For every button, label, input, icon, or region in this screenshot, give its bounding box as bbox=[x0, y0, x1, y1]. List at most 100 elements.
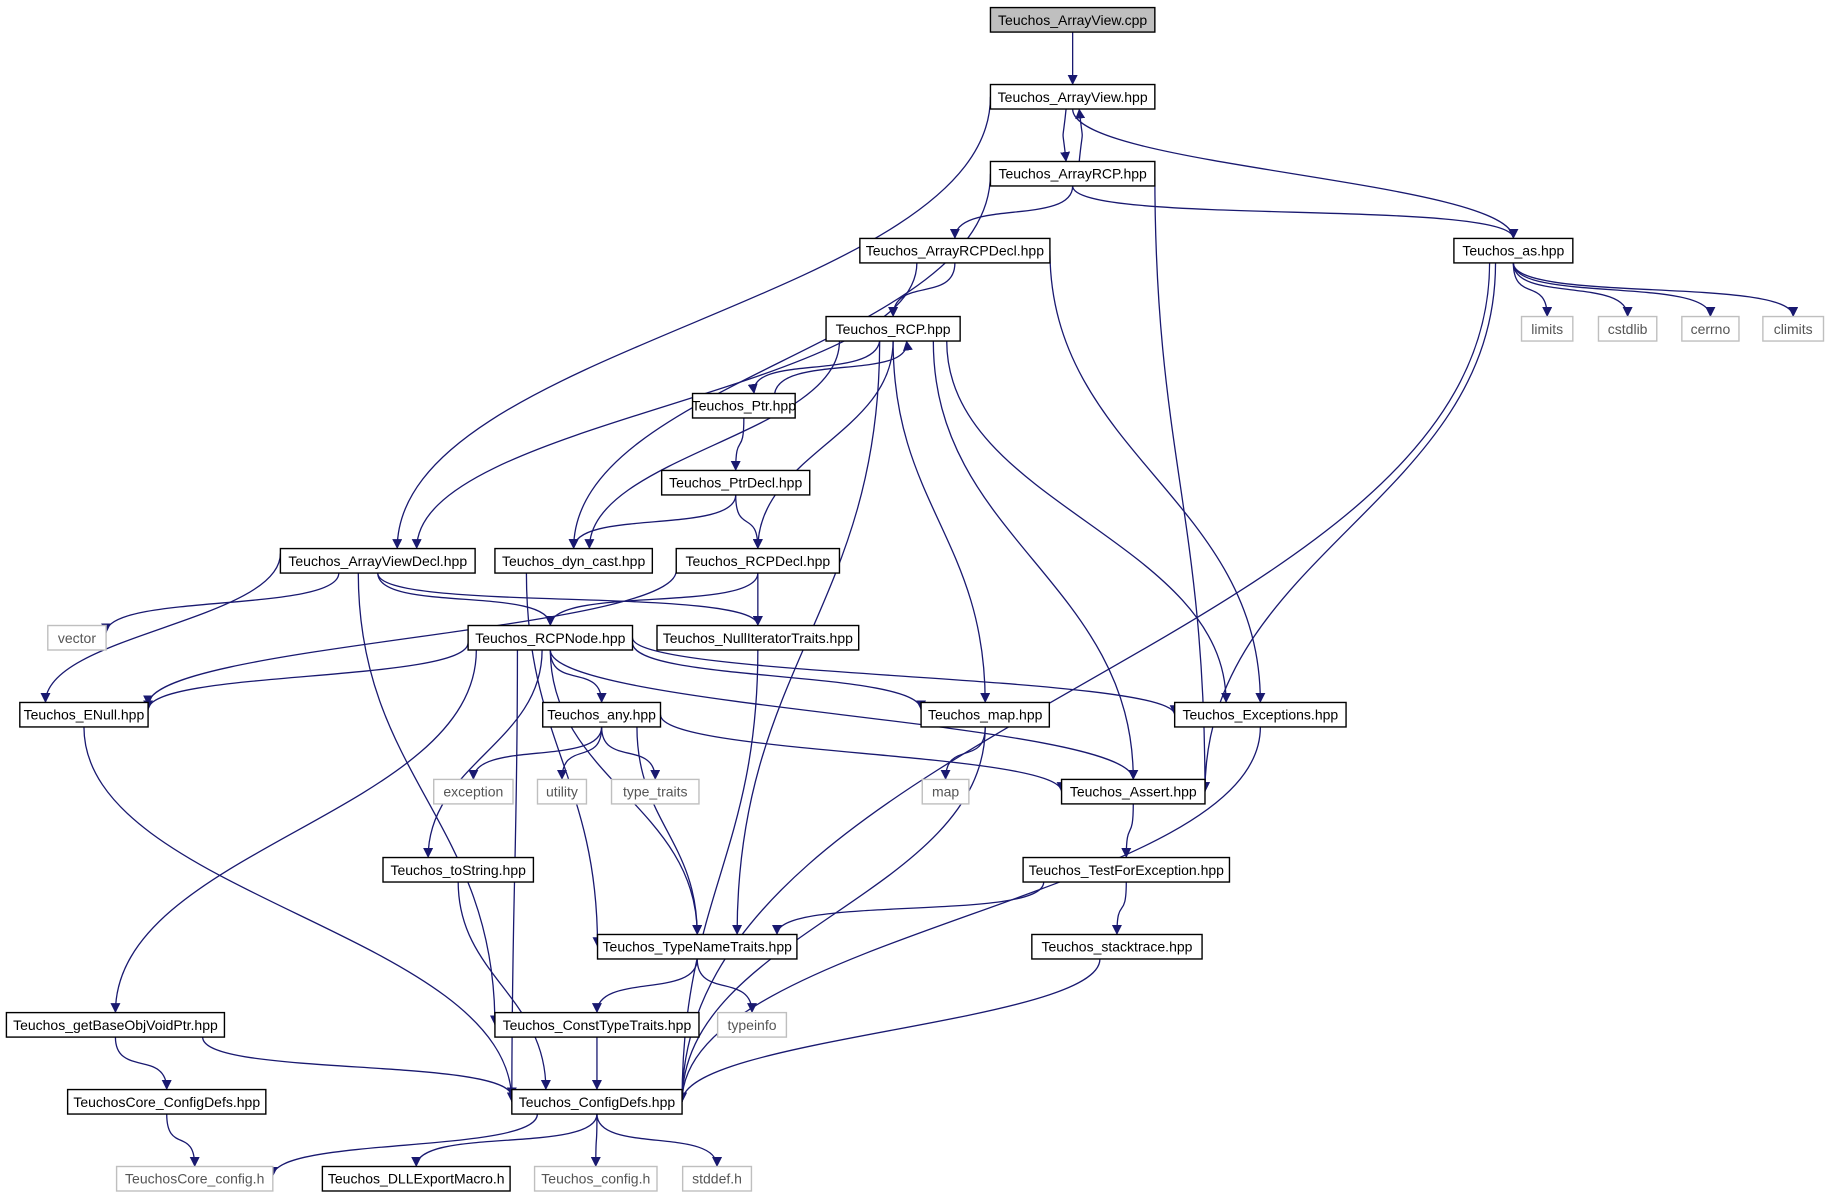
node-box bbox=[279, 547, 476, 574]
edge-cd-to-tconf bbox=[590, 1114, 601, 1168]
node-label: Teuchos_ArrayViewDecl.hpp bbox=[288, 553, 467, 569]
edge-avd-to-vector bbox=[101, 572, 340, 634]
edge-rcp-to-rcpd bbox=[752, 341, 894, 550]
node-rcpn[interactable]: Teuchos_RCPNode.hpp bbox=[467, 624, 634, 651]
node-avd[interactable]: Teuchos_ArrayViewDecl.hpp bbox=[279, 547, 476, 574]
node-box bbox=[542, 701, 662, 728]
node-type_traits: type_traits bbox=[610, 778, 700, 805]
node-tfe[interactable]: Teuchos_TestForException.hpp bbox=[1022, 856, 1231, 883]
node-box bbox=[433, 778, 514, 805]
node-tnt[interactable]: Teuchos_TypeNameTraits.hpp bbox=[596, 933, 798, 960]
node-ptrd[interactable]: Teuchos_PtrDecl.hpp bbox=[660, 469, 811, 496]
node-tcc: TeuchosCore_config.h bbox=[115, 1165, 274, 1192]
node-map[interactable]: Teuchos_map.hpp bbox=[920, 701, 1051, 728]
edge-as-to-cerrno bbox=[1512, 262, 1716, 318]
node-typeinfo: typeinfo bbox=[716, 1011, 788, 1038]
node-box bbox=[536, 778, 588, 805]
node-cstdlib: cstdlib bbox=[1597, 315, 1658, 342]
node-label: Teuchos_TypeNameTraits.hpp bbox=[603, 939, 793, 955]
node-box bbox=[825, 315, 961, 342]
edge-rcpn-to-tostr bbox=[423, 650, 543, 859]
edge-rcp-to-ptr bbox=[747, 340, 881, 394]
node-assert[interactable]: Teuchos_Assert.hpp bbox=[1060, 778, 1206, 805]
node-box bbox=[1173, 701, 1347, 728]
edge-as-to-cd bbox=[677, 262, 1491, 1103]
node-cd[interactable]: Teuchos_ConfigDefs.hpp bbox=[511, 1088, 683, 1115]
node-dll[interactable]: Teuchos_DLLExportMacro.h bbox=[321, 1165, 511, 1192]
edge-rcp-to-map bbox=[892, 341, 991, 703]
node-box bbox=[656, 624, 860, 651]
node-box bbox=[533, 1165, 658, 1192]
edge-rcpd-to-rcpn bbox=[545, 572, 759, 627]
node-box bbox=[596, 933, 798, 960]
node-ccd[interactable]: TeuchosCore_ConfigDefs.hpp bbox=[66, 1088, 267, 1115]
node-box bbox=[19, 701, 149, 728]
node-label: Teuchos_dyn_cast.hpp bbox=[502, 553, 645, 569]
node-nit[interactable]: Teuchos_NullIteratorTraits.hpp bbox=[656, 624, 860, 651]
node-label: Teuchos_any.hpp bbox=[547, 707, 656, 723]
node-exception: exception bbox=[433, 778, 514, 805]
node-dyn[interactable]: Teuchos_dyn_cast.hpp bbox=[494, 547, 654, 574]
edge-arcp-to-assert bbox=[1154, 173, 1210, 793]
node-any[interactable]: Teuchos_any.hpp bbox=[542, 701, 662, 728]
edge-layer bbox=[40, 32, 1799, 1177]
node-cerrno: cerrno bbox=[1681, 315, 1740, 342]
node-box bbox=[1681, 315, 1740, 342]
node-label: type_traits bbox=[623, 784, 688, 800]
node-box bbox=[511, 1088, 683, 1115]
node-label: climits bbox=[1774, 321, 1813, 337]
edge-arcpd-to-avd bbox=[411, 262, 918, 550]
node-climits: climits bbox=[1762, 315, 1825, 342]
node-label: cstdlib bbox=[1608, 321, 1648, 337]
node-utility: utility bbox=[536, 778, 588, 805]
node-box bbox=[859, 237, 1051, 264]
node-label: stddef.h bbox=[692, 1171, 742, 1187]
edge-map-to-mapstd bbox=[940, 726, 986, 780]
edge-cd-to-dll bbox=[411, 1113, 598, 1168]
edge-ptr-to-rcp bbox=[773, 340, 913, 394]
node-arcp[interactable]: Teuchos_ArrayRCP.hpp bbox=[989, 160, 1156, 187]
edge-as-to-climits bbox=[1512, 262, 1799, 318]
node-ptr[interactable]: Teuchos_Ptr.hpp bbox=[691, 392, 797, 419]
edge-rcpd-to-enull bbox=[143, 570, 677, 706]
node-cpp[interactable]: Teuchos_ArrayView.cpp bbox=[989, 6, 1156, 33]
node-box bbox=[691, 392, 796, 419]
node-box bbox=[1022, 856, 1231, 883]
edge-arcp-to-as bbox=[1072, 185, 1519, 239]
node-box bbox=[681, 1165, 753, 1192]
node-st[interactable]: Teuchos_stacktrace.hpp bbox=[1031, 933, 1203, 960]
edge-tnt-to-typeinfo bbox=[696, 958, 758, 1014]
node-av[interactable]: Teuchos_ArrayView.hpp bbox=[989, 83, 1156, 110]
node-box bbox=[66, 1088, 267, 1115]
node-exc[interactable]: Teuchos_Exceptions.hpp bbox=[1173, 701, 1347, 728]
node-gbo[interactable]: Teuchos_getBaseObjVoidPtr.hpp bbox=[5, 1011, 226, 1038]
node-box bbox=[610, 778, 700, 805]
edge-avd-to-nit bbox=[377, 572, 763, 627]
node-rcpd[interactable]: Teuchos_RCPDecl.hpp bbox=[675, 547, 841, 574]
node-label: Teuchos_config.h bbox=[541, 1171, 650, 1187]
node-tostr[interactable]: Teuchos_toString.hpp bbox=[382, 856, 535, 883]
node-box bbox=[675, 547, 841, 574]
node-as[interactable]: Teuchos_as.hpp bbox=[1453, 237, 1574, 264]
edge-ptrd-to-rcpd bbox=[735, 494, 763, 550]
node-box bbox=[921, 778, 970, 805]
node-layer: Teuchos_ArrayView.cppTeuchos_ArrayView.h… bbox=[5, 6, 1825, 1192]
node-label: Teuchos_RCPNode.hpp bbox=[475, 630, 625, 646]
edge-gbo-to-ccd bbox=[114, 1037, 172, 1091]
node-label: vector bbox=[58, 630, 96, 646]
node-box bbox=[660, 469, 811, 496]
edge-rcp-to-dyn bbox=[584, 341, 841, 550]
node-box bbox=[716, 1011, 788, 1038]
node-arcpd[interactable]: Teuchos_ArrayRCPDecl.hpp bbox=[859, 237, 1051, 264]
edge-tnt-to-ctt bbox=[591, 958, 698, 1014]
edge-as-to-limits bbox=[1512, 262, 1553, 318]
edge-tfe-to-tnt bbox=[772, 881, 1045, 935]
node-label: Teuchos_ArrayRCPDecl.hpp bbox=[866, 243, 1044, 259]
edge-arcp-to-av bbox=[1075, 108, 1086, 162]
node-rcp[interactable]: Teuchos_RCP.hpp bbox=[825, 315, 961, 342]
node-enull[interactable]: Teuchos_ENull.hpp bbox=[19, 701, 149, 728]
edge-cd-to-tcc bbox=[267, 1113, 539, 1177]
node-ctt[interactable]: Teuchos_ConstTypeTraits.hpp bbox=[494, 1011, 700, 1038]
node-label: TeuchosCore_ConfigDefs.hpp bbox=[73, 1094, 260, 1110]
edge-av-to-arcp bbox=[1060, 108, 1071, 162]
